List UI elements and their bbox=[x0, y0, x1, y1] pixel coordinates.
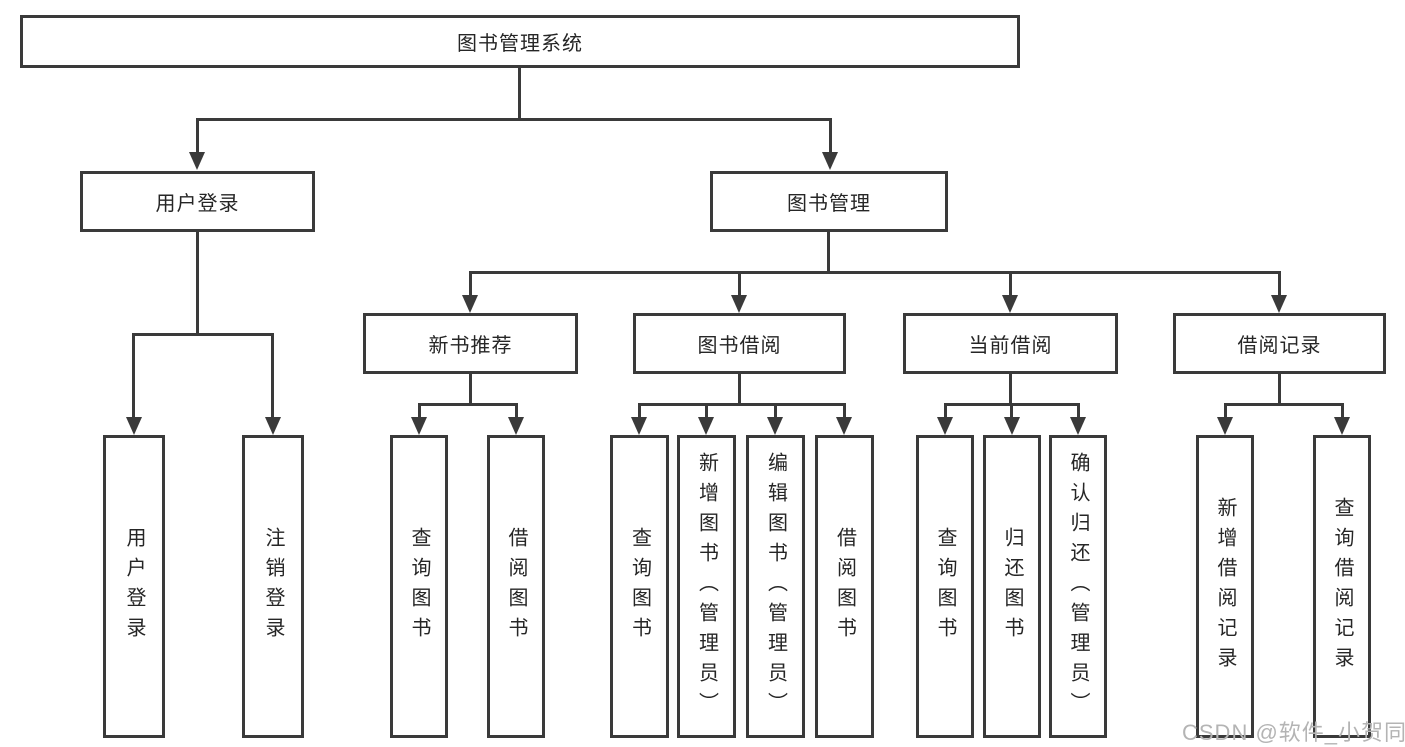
connector-line bbox=[469, 374, 472, 406]
arrowhead-icon bbox=[508, 417, 524, 435]
connector-line bbox=[774, 403, 777, 417]
connector-line bbox=[1224, 403, 1227, 417]
leaf-logout: 注销登录 bbox=[242, 435, 304, 738]
leaf-query-books-current: 查询图书 bbox=[916, 435, 974, 738]
connector-line bbox=[1278, 374, 1281, 406]
arrowhead-icon bbox=[1002, 295, 1018, 313]
leaf-confirm-return-admin-label: 确认归还（管理员） bbox=[1067, 451, 1089, 722]
arrowhead-icon bbox=[731, 295, 747, 313]
arrowhead-icon bbox=[937, 417, 953, 435]
leaf-query-books-borrow: 查询图书 bbox=[610, 435, 669, 738]
node-root: 图书管理系统 bbox=[20, 15, 1020, 68]
connector-line bbox=[418, 403, 421, 417]
leaf-user-login-label: 用户登录 bbox=[123, 526, 145, 647]
connector-line bbox=[418, 403, 518, 406]
leaf-add-borrow-record: 新增借阅记录 bbox=[1196, 435, 1254, 738]
leaf-add-borrow-record-label: 新增借阅记录 bbox=[1214, 496, 1236, 677]
connector-line bbox=[515, 403, 518, 417]
connector-line bbox=[1278, 271, 1281, 295]
leaf-borrow-books-borrow: 借阅图书 bbox=[815, 435, 874, 738]
arrowhead-icon bbox=[822, 152, 838, 170]
node-user-login-label: 用户登录 bbox=[155, 193, 240, 215]
connector-line bbox=[829, 118, 832, 152]
arrowhead-icon bbox=[189, 152, 205, 170]
node-book-borrow-label: 图书借阅 bbox=[697, 335, 782, 357]
node-borrow-records: 借阅记录 bbox=[1173, 313, 1386, 374]
connector-line bbox=[738, 271, 741, 295]
connector-line bbox=[638, 403, 846, 406]
connector-line bbox=[1009, 271, 1012, 295]
leaf-edit-book-admin-label: 编辑图书（管理员） bbox=[764, 451, 787, 722]
leaf-logout-label: 注销登录 bbox=[262, 526, 284, 647]
leaf-add-book-admin: 新增图书（管理员） bbox=[677, 435, 736, 738]
node-borrow-records-label: 借阅记录 bbox=[1237, 335, 1322, 357]
leaf-add-book-admin-label: 新增图书（管理员） bbox=[695, 451, 718, 722]
leaf-borrow-books-recommend: 借阅图书 bbox=[487, 435, 545, 738]
leaf-confirm-return-admin: 确认归还（管理员） bbox=[1049, 435, 1107, 738]
leaf-borrow-books-recommend-label: 借阅图书 bbox=[505, 526, 527, 647]
arrowhead-icon bbox=[1334, 417, 1350, 435]
leaf-query-books-recommend: 查询图书 bbox=[390, 435, 448, 738]
connector-line bbox=[469, 271, 1281, 274]
leaf-query-books-recommend-label: 查询图书 bbox=[408, 526, 430, 647]
connector-line bbox=[827, 232, 830, 274]
arrowhead-icon bbox=[462, 295, 478, 313]
node-root-label: 图书管理系统 bbox=[457, 33, 583, 55]
node-user-login: 用户登录 bbox=[80, 171, 315, 232]
node-current-borrow: 当前借阅 bbox=[903, 313, 1118, 374]
connector-line bbox=[518, 68, 521, 121]
connector-line bbox=[738, 374, 741, 406]
connector-line bbox=[1341, 403, 1344, 417]
node-new-book-recommend-label: 新书推荐 bbox=[428, 335, 513, 357]
leaf-query-books-borrow-label: 查询图书 bbox=[628, 526, 651, 647]
leaf-user-login: 用户登录 bbox=[103, 435, 165, 738]
arrowhead-icon bbox=[1217, 417, 1233, 435]
connector-line bbox=[196, 232, 199, 336]
connector-line bbox=[132, 333, 274, 336]
connector-line bbox=[1224, 403, 1343, 406]
connector-line bbox=[944, 403, 947, 417]
node-new-book-recommend: 新书推荐 bbox=[363, 313, 578, 374]
connector-line bbox=[705, 403, 708, 417]
leaf-query-borrow-record-label: 查询借阅记录 bbox=[1331, 496, 1353, 677]
csdn-watermark: CSDN @软件_小贺同学 bbox=[1182, 720, 1405, 745]
node-book-management: 图书管理 bbox=[710, 171, 948, 232]
connector-line bbox=[196, 118, 832, 121]
leaf-query-books-current-label: 查询图书 bbox=[934, 526, 956, 647]
leaf-edit-book-admin: 编辑图书（管理员） bbox=[746, 435, 805, 738]
leaf-return-book-label: 归还图书 bbox=[1001, 526, 1023, 647]
arrowhead-icon bbox=[265, 417, 281, 435]
connector-line bbox=[638, 403, 641, 417]
arrowhead-icon bbox=[1004, 417, 1020, 435]
connector-line bbox=[843, 403, 846, 417]
connector-line bbox=[196, 118, 199, 152]
arrowhead-icon bbox=[411, 417, 427, 435]
connector-line bbox=[1009, 374, 1012, 406]
arrowhead-icon bbox=[698, 417, 714, 435]
node-book-borrow: 图书借阅 bbox=[633, 313, 846, 374]
connector-line bbox=[132, 333, 135, 417]
connector-line bbox=[271, 333, 274, 417]
connector-line bbox=[469, 271, 472, 295]
arrowhead-icon bbox=[767, 417, 783, 435]
arrowhead-icon bbox=[1070, 417, 1086, 435]
arrowhead-icon bbox=[126, 417, 142, 435]
node-current-borrow-label: 当前借阅 bbox=[968, 335, 1053, 357]
arrowhead-icon bbox=[1271, 295, 1287, 313]
arrowhead-icon bbox=[631, 417, 647, 435]
leaf-borrow-books-borrow-label: 借阅图书 bbox=[833, 526, 856, 647]
node-book-management-label: 图书管理 bbox=[787, 193, 871, 215]
connector-line bbox=[1010, 403, 1013, 417]
leaf-return-book: 归还图书 bbox=[983, 435, 1041, 738]
arrowhead-icon bbox=[836, 417, 852, 435]
leaf-query-borrow-record: 查询借阅记录 bbox=[1313, 435, 1371, 738]
connector-line bbox=[1077, 403, 1080, 417]
